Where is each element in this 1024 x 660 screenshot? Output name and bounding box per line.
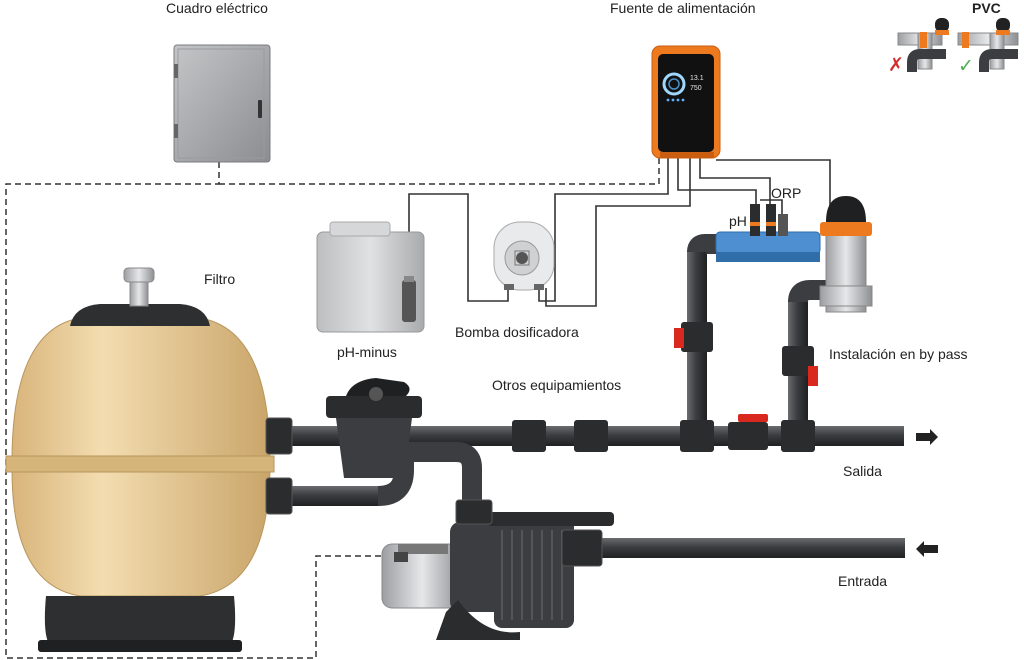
inlet-arrow-icon <box>916 541 938 557</box>
label-ph: pH <box>729 213 747 229</box>
power-supply-unit: 13.1 750 <box>651 45 721 159</box>
ph-probe <box>750 204 760 236</box>
label-otros-equipamientos: Otros equipamientos <box>492 377 622 393</box>
pipe-network <box>265 234 905 558</box>
pvc-wrong-mark: ✗ <box>888 54 904 76</box>
label-filtro: Filtro <box>204 271 236 287</box>
pvc-reference: ✗ ✓ <box>888 18 1019 77</box>
control-wires <box>408 158 831 307</box>
valves <box>674 328 818 450</box>
cell-housing <box>819 196 873 313</box>
flow-arrows <box>916 429 938 557</box>
electrical-dashed-lines <box>5 158 660 659</box>
label-orp: ORP <box>771 185 802 201</box>
pvc-right-assembly: ✓ <box>957 18 1019 77</box>
label-cuadro-electrico: Cuadro eléctrico <box>166 0 268 16</box>
label-salida: Salida <box>843 463 882 479</box>
display-line-2: 750 <box>690 85 702 92</box>
circulation-pump <box>381 499 614 640</box>
sand-filter <box>5 267 275 652</box>
display-ring-icon <box>662 72 686 96</box>
electrical-cabinet <box>173 44 271 163</box>
probe-holder <box>715 204 821 262</box>
ph-minus-canister <box>316 221 425 333</box>
main-line-valve <box>738 414 768 422</box>
label-pvc: PVC <box>972 0 1001 16</box>
outlet-arrow-icon <box>916 429 938 445</box>
label-ph-minus: pH-minus <box>337 344 397 360</box>
orp-probe <box>766 204 776 236</box>
bypass-valve-inlet <box>674 328 684 348</box>
label-bomba-dosificadora: Bomba dosificadora <box>455 324 579 340</box>
pvc-wrong-assembly: ✗ <box>888 18 949 76</box>
label-entrada: Entrada <box>838 573 888 589</box>
label-instalacion-bypass: Instalación en by pass <box>829 346 968 362</box>
bypass-valve-outlet <box>808 366 818 386</box>
multiport-valve <box>326 378 422 478</box>
label-fuente-alimentacion: Fuente de alimentación <box>610 0 756 16</box>
pvc-right-mark: ✓ <box>958 55 974 77</box>
display-line-1: 13.1 <box>690 75 704 82</box>
dosing-pump <box>493 221 555 291</box>
